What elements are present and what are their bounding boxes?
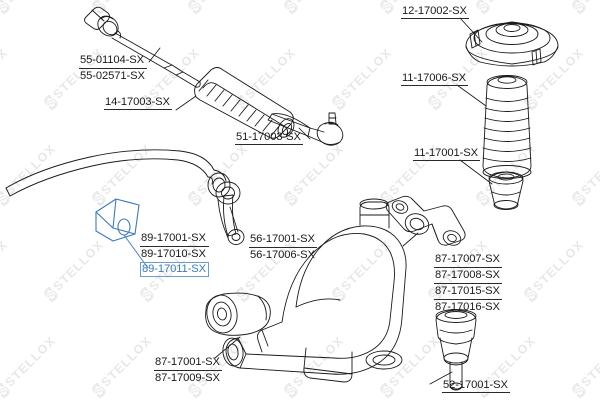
lower-control-arm-graphic xyxy=(222,198,407,383)
lower-ball-joint-graphic xyxy=(435,309,477,391)
label-line: 56-17006-SX xyxy=(249,247,317,261)
label-line: 55-01104-SX xyxy=(80,54,144,66)
strut-top-mount-graphic xyxy=(465,21,559,67)
strut-dust-boot-graphic xyxy=(482,75,532,179)
label-strut-boot[interactable]: 11-17006-SX xyxy=(401,72,468,86)
control-arm-bracket-graphic xyxy=(385,195,466,246)
label-line: 89-17001-SX xyxy=(141,232,206,244)
label-line-highlighted[interactable]: 89-17011-SX xyxy=(140,262,209,277)
label-arm-bushing[interactable]: 87-17001-SX 87-17009-SX xyxy=(154,355,222,386)
label-bump-stop[interactable]: 11-17001-SX xyxy=(413,147,480,161)
label-line: 87-17009-SX xyxy=(154,370,222,384)
leader-lines xyxy=(148,17,493,385)
label-line: 87-17015-SX xyxy=(434,283,502,297)
label-line: 87-17007-SX xyxy=(435,253,500,265)
label-line: 87-17016-SX xyxy=(434,299,502,313)
stabilizer-link-graphic xyxy=(215,181,245,245)
label-line: 89-17010-SX xyxy=(140,246,209,262)
steering-rack-boot-graphic xyxy=(194,67,295,139)
label-line: 87-17001-SX xyxy=(155,356,220,368)
label-stabilizer-link[interactable]: 56-17001-SX 56-17006-SX xyxy=(249,232,317,263)
label-line: 55-02571-SX xyxy=(79,68,147,82)
label-strut-mount[interactable]: 12-17002-SX xyxy=(401,5,469,19)
label-control-arm[interactable]: 87-17007-SX 87-17008-SX 87-17015-SX 87-1… xyxy=(434,252,502,315)
outer-tie-rod-end-graphic xyxy=(267,112,344,146)
bump-stop-graphic xyxy=(488,171,524,210)
label-tie-rod-end[interactable]: 51-17003-SX xyxy=(235,131,303,145)
label-line: 56-17001-SX xyxy=(250,233,315,245)
stabilizer-bar-graphic xyxy=(5,149,231,198)
label-stabilizer-bushing[interactable]: 89-17001-SX 89-17010-SX 89-17011-SX xyxy=(140,231,209,277)
label-rack-boot[interactable]: 14-17003-SX xyxy=(104,96,172,110)
inner-tie-rod-graphic xyxy=(84,6,201,88)
label-line: 87-17008-SX xyxy=(434,267,502,281)
label-ball-joint[interactable]: 52-17001-SX xyxy=(442,379,510,393)
control-arm-bushing-graphic xyxy=(205,292,271,336)
label-inner-tie-rod[interactable]: 55-01104-SX 55-02571-SX xyxy=(79,53,147,84)
